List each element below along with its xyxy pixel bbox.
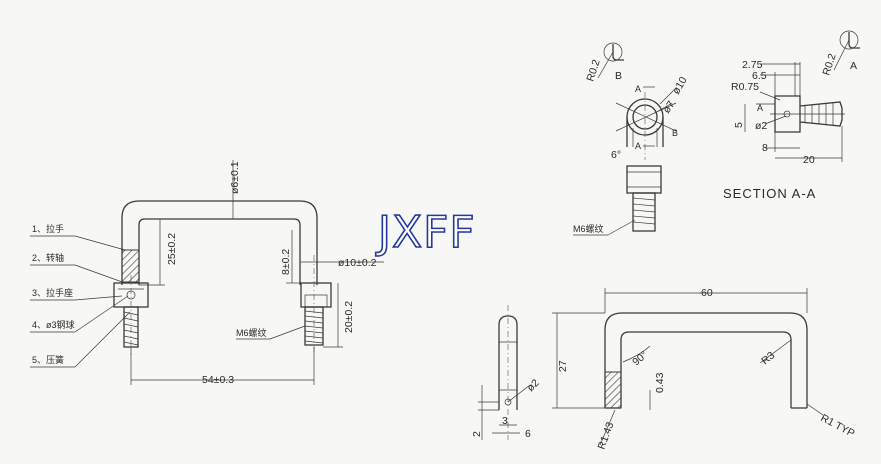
parts-legend: 1、拉手 2、转轴 3、拉手座 4、ø3钢球 5、压簧 — [30, 223, 131, 368]
legend-item-steel-ball: 4、ø3钢球 — [32, 319, 75, 330]
legend-item-base: 3、拉手座 — [32, 287, 73, 298]
dim-20: 20±0.2 — [343, 301, 355, 333]
section-dim-5: 5 — [733, 122, 745, 128]
bottom-dim-r1typ: R1 TYP — [819, 412, 857, 440]
section-dim-phi2: ø2 — [755, 120, 767, 132]
detail-a-radius: R0.2 — [820, 52, 838, 77]
dim-25: 25±0.2 — [166, 233, 178, 265]
dim-phi6: ø6±0.1 — [229, 161, 241, 194]
top-detail-angle: 6° — [611, 149, 621, 161]
section-dim-275: 2.75 — [742, 59, 763, 71]
top-detail-a-bottom: A — [635, 141, 641, 151]
top-detail-hex — [626, 165, 662, 194]
section-dim-65: 6.5 — [752, 70, 767, 82]
detail-a: R0.2 A — [820, 30, 860, 77]
detail-b-radius: R0.2 — [584, 58, 602, 83]
front-view: ø6±0.1 25±0.2 8±0.2 ø10±0.2 20±0.2 M6螺纹 … — [113, 160, 384, 386]
top-detail-a-top: A — [635, 84, 641, 94]
detail-a-letter: A — [850, 60, 857, 72]
bottom-view: 60 27 90° R3 0.43 R1.43 R1 TYP — [552, 287, 857, 451]
brand-logo: JXFF — [375, 207, 476, 258]
section-dim-r075: R0.75 — [731, 81, 759, 93]
legend-item-spring: 5、压簧 — [32, 354, 64, 365]
dim-phi10: ø10±0.2 — [338, 257, 377, 269]
thread-label-top: M6螺纹 — [573, 223, 604, 234]
bottom-hatched-section — [604, 371, 622, 409]
bottom-dim-27: 27 — [557, 360, 569, 372]
bottom-dim-90: 90° — [630, 349, 650, 368]
pin-dim-2: 2 — [471, 431, 483, 437]
legend-item-shaft: 2、转轴 — [32, 252, 64, 263]
thread-label-front: M6螺纹 — [236, 327, 267, 338]
dim-54: 54±0.3 — [202, 374, 234, 386]
section-letter-a: A — [757, 103, 763, 113]
detail-b-letter: B — [615, 70, 622, 82]
left-hatched-section — [121, 249, 140, 283]
dim-8: 8±0.2 — [280, 249, 292, 275]
detail-b: R0.2 B — [584, 42, 624, 83]
section-a-a: 2.75 6.5 R0.75 A ø2 5 8 20 SECTION A-A — [723, 59, 845, 201]
section-dim-20: 20 — [803, 154, 815, 166]
section-dim-8: 8 — [762, 142, 768, 154]
legend-item-handle: 1、拉手 — [32, 223, 64, 234]
pin-dim-6: 6 — [525, 428, 531, 440]
pin-view: ø2 2 3 6 — [471, 305, 542, 440]
bottom-dim-60: 60 — [701, 287, 713, 299]
bottom-dim-043: 0.43 — [654, 372, 666, 393]
top-detail-phi10: ø10 — [670, 75, 690, 97]
top-detail-phi7: ø7 — [661, 99, 678, 116]
pin-dim-phi2: ø2 — [525, 377, 542, 394]
top-detail-b: B — [672, 128, 678, 138]
bottom-dim-r143: R1.43 — [596, 420, 617, 451]
section-title: SECTION A-A — [723, 186, 816, 201]
pin-dim-3: 3 — [502, 415, 508, 427]
top-detail-view: ø10 ø7 A A B 6° M6螺纹 — [573, 75, 690, 236]
